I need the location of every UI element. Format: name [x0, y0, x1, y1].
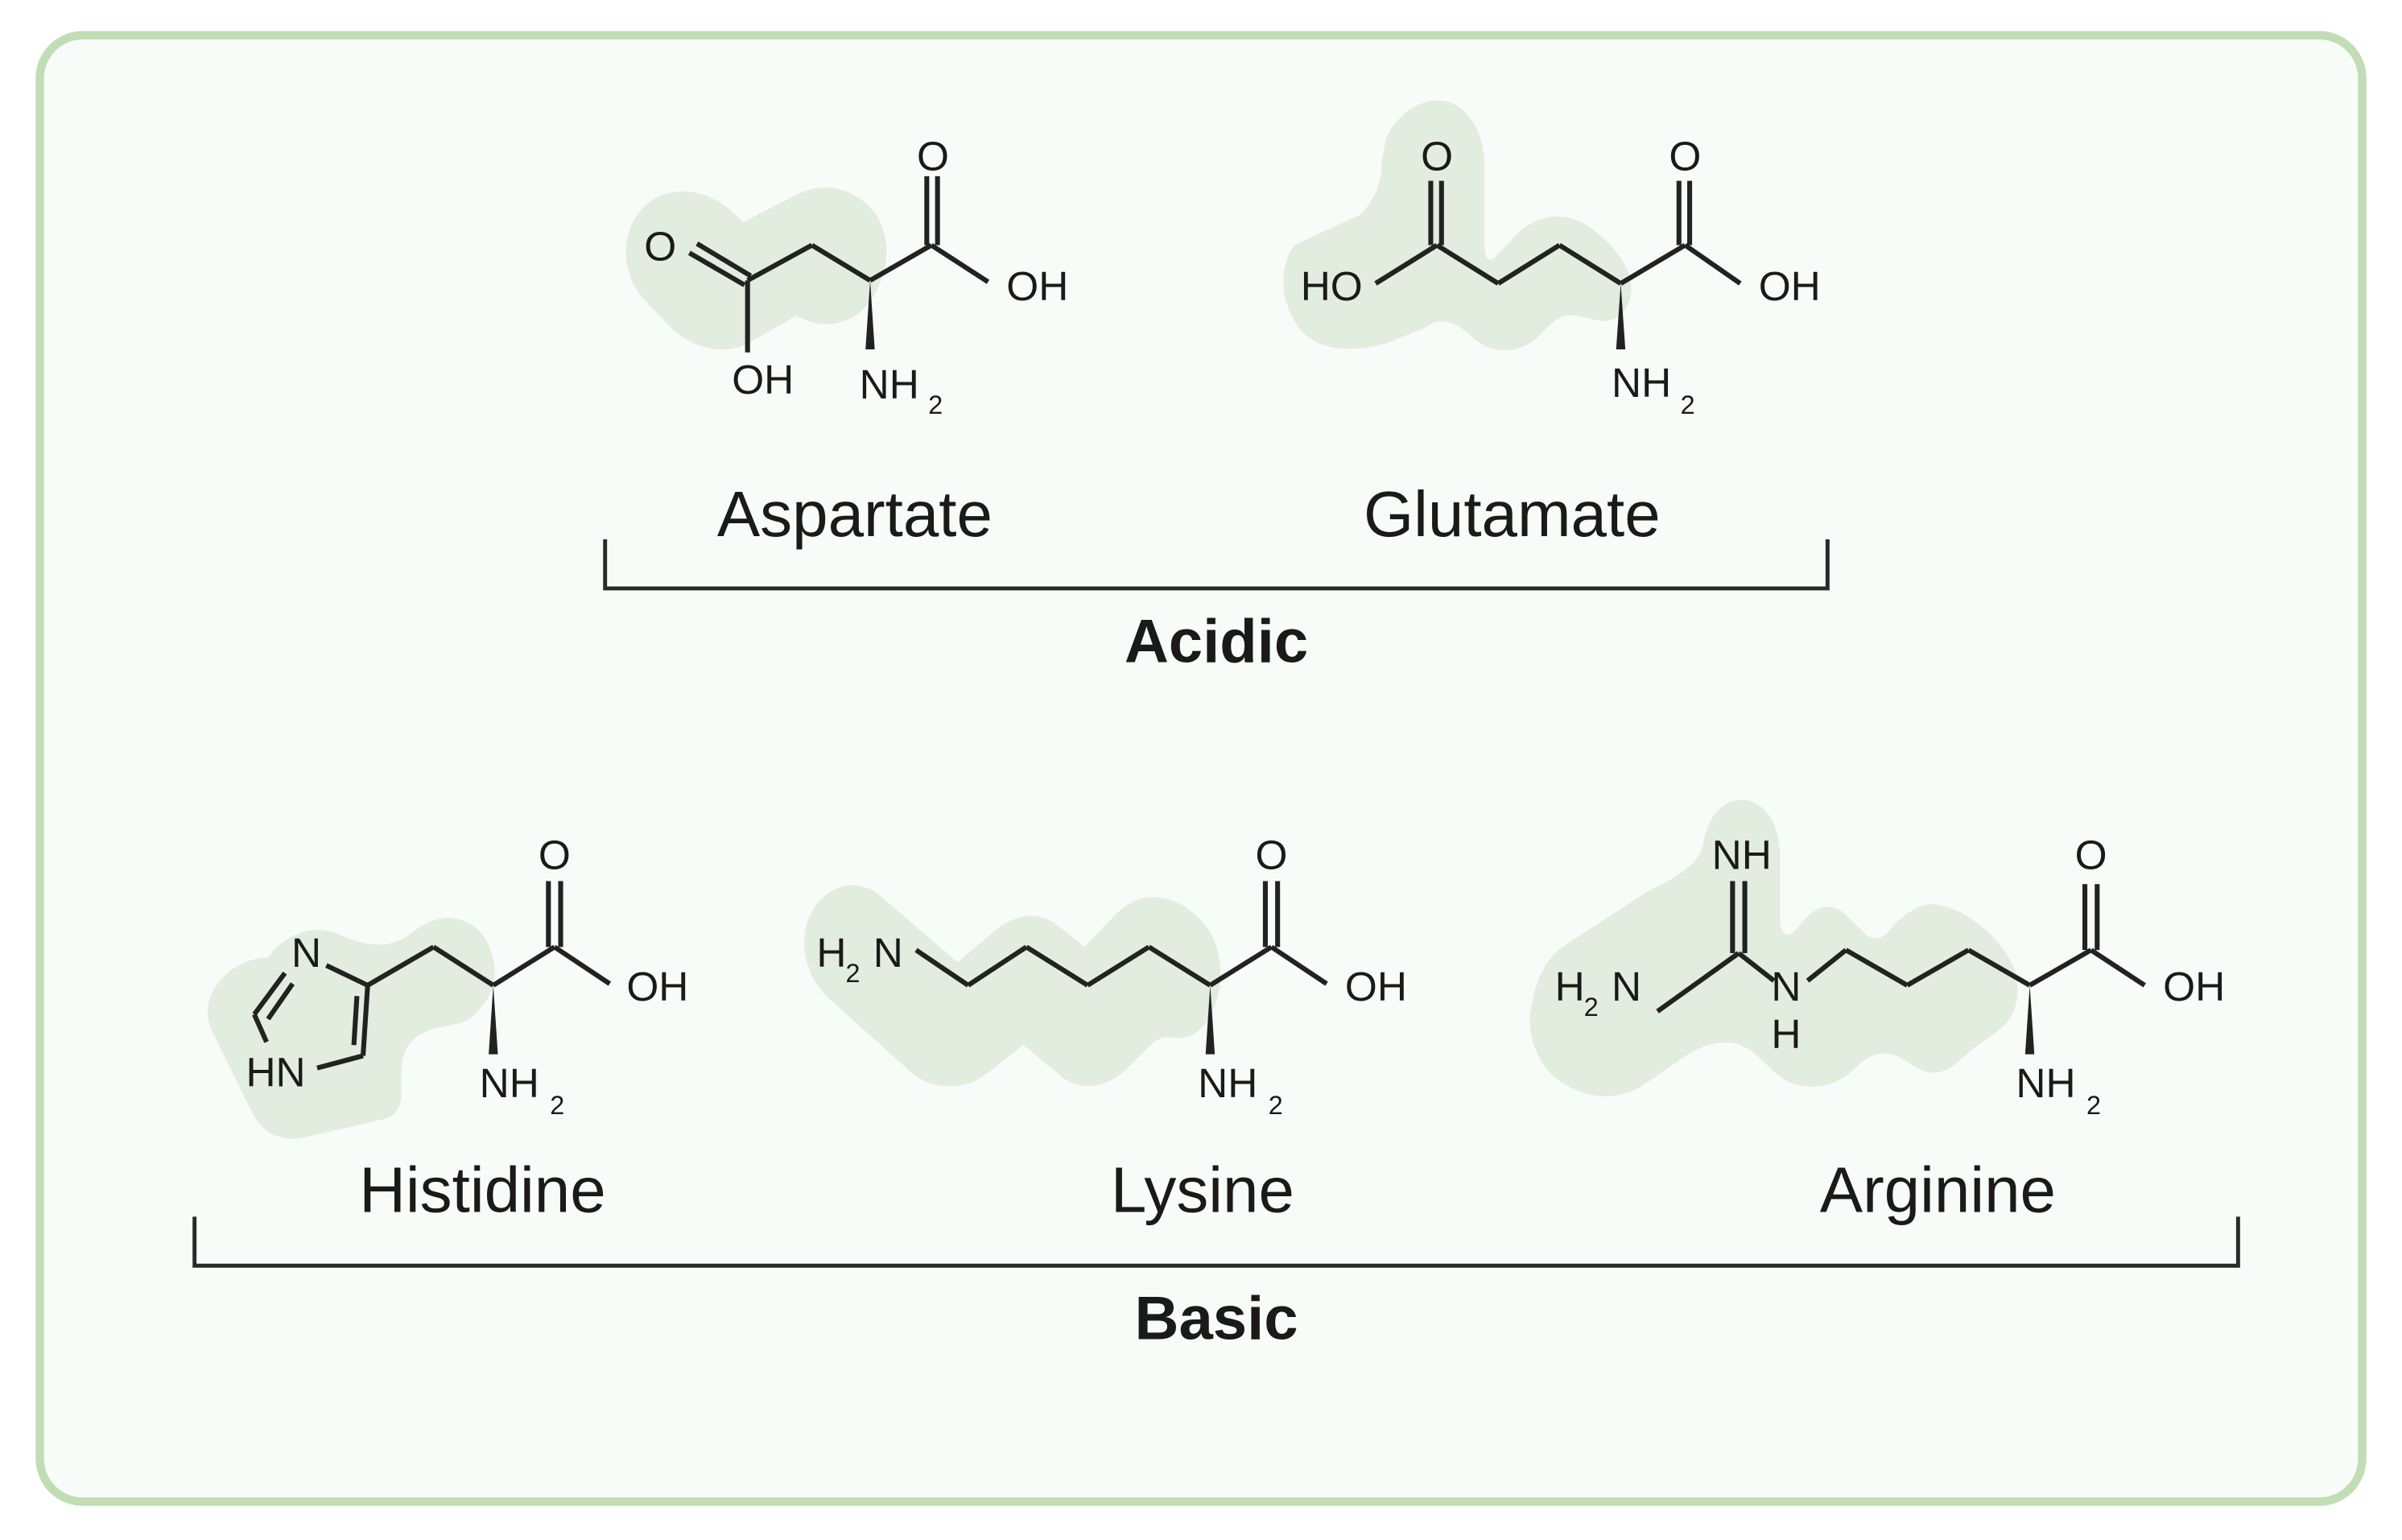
histidine-ring-n: N	[291, 929, 321, 976]
histidine-acid-o: O	[539, 831, 571, 877]
histidine-amine: NH	[480, 1059, 539, 1106]
histidine-ring-hn: HN	[246, 1049, 305, 1096]
histidine-acid-oh: OH	[626, 963, 688, 1009]
frame	[35, 31, 2367, 1506]
glutamate-side-o: O	[1421, 132, 1453, 179]
lysine-label: Lysine	[1111, 1154, 1294, 1226]
histidine-structure: N HN O OH NH 2 Histidine	[207, 831, 688, 1226]
arginine-side-chain-highlight	[1529, 799, 2018, 1096]
arginine-acid-o: O	[2075, 831, 2107, 877]
aspartate-side-oh: OH	[732, 356, 794, 403]
histidine-amine-subscript: 2	[550, 1091, 564, 1120]
basic-group-label: Basic	[1134, 1285, 1298, 1353]
arginine-terminal-h: H	[1555, 963, 1585, 1009]
glutamate-amine-subscript: 2	[1681, 390, 1695, 419]
lysine-side-chain-highlight	[804, 885, 1221, 1087]
glutamate-acid-oh: OH	[1759, 262, 1821, 309]
arginine-acid-oh: OH	[2163, 963, 2225, 1009]
aspartate-amine: NH	[860, 361, 919, 407]
arginine-terminal-n: N	[1612, 963, 1641, 1009]
glutamate-side-chain-highlight	[1283, 100, 1632, 351]
histidine-label: Histidine	[359, 1154, 605, 1226]
lysine-structure: H 2 N O OH NH 2 Lysine	[804, 831, 1407, 1226]
histidine-side-chain-highlight	[207, 918, 495, 1139]
glutamate-structure: O HO O OH NH 2 Glutamate	[1283, 100, 1821, 550]
lysine-amine-subscript: 2	[1269, 1091, 1283, 1120]
aspartate-amine-subscript: 2	[928, 390, 943, 419]
arginine-label: Arginine	[1820, 1154, 2056, 1226]
lysine-terminal-subscript: 2	[845, 959, 860, 988]
lysine-terminal-h: H	[816, 929, 846, 976]
acidic-group-label: Acidic	[1125, 607, 1308, 675]
lysine-amine: NH	[1198, 1059, 1257, 1106]
arginine-amide-n: N	[1771, 963, 1801, 1009]
arginine-amide-h: H	[1771, 1010, 1801, 1057]
aspartate-structure: O OH O OH NH 2 Aspartate	[625, 132, 1068, 550]
aspartate-acid-o: O	[917, 132, 949, 179]
arginine-amine-subscript: 2	[2086, 1091, 2101, 1120]
basic-bracket: Basic	[192, 1216, 2240, 1353]
glutamate-side-ho: HO	[1301, 262, 1363, 309]
arginine-structure: NH H 2 N N H O OH NH 2 Arginine	[1529, 799, 2225, 1226]
lysine-acid-oh: OH	[1345, 963, 1407, 1009]
acidic-bracket: Acidic	[603, 539, 1830, 675]
aspartate-label: Aspartate	[717, 478, 993, 550]
lysine-terminal-n: N	[873, 929, 903, 976]
arginine-imine-nh: NH	[1712, 831, 1772, 877]
lysine-acid-o: O	[1256, 831, 1288, 877]
aspartate-acid-oh: OH	[1006, 262, 1068, 309]
glutamate-acid-o: O	[1669, 132, 1701, 179]
glutamate-label: Glutamate	[1364, 478, 1661, 550]
arginine-terminal-subscript: 2	[1584, 993, 1599, 1022]
arginine-amine: NH	[2016, 1059, 2075, 1106]
aspartate-side-o: O	[644, 223, 676, 270]
glutamate-amine: NH	[1612, 359, 1671, 406]
aspartate-side-chain-highlight	[625, 187, 887, 350]
